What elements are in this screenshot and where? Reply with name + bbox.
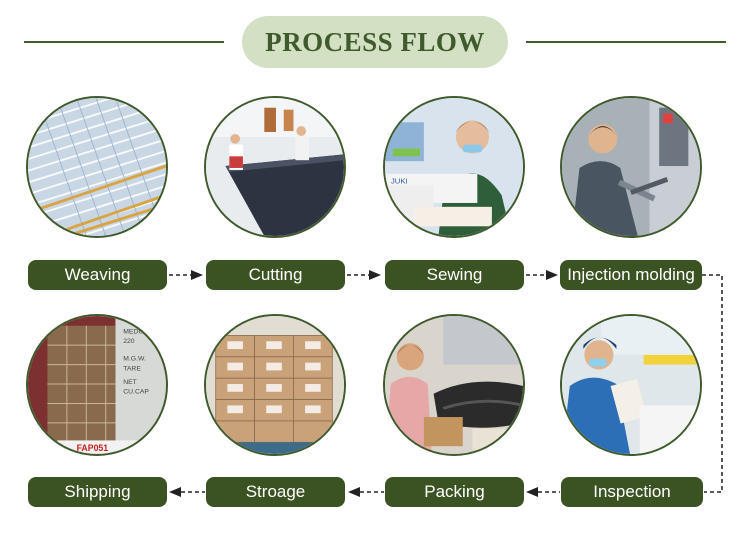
header-rule-right (526, 41, 726, 43)
container-marking: M.G.W. (123, 356, 146, 363)
step-label-sewing: Sewing (385, 260, 524, 290)
weaving-photo (26, 96, 168, 238)
step-label-inspection: Inspection (561, 477, 703, 507)
arrow-storage-to-shipping (169, 487, 205, 497)
connector-injection-to-inspection (702, 274, 723, 493)
shipping-photo: MEDU 264 220 M.G.W. TARE NET CU.CAP FAP0… (26, 314, 168, 456)
container-marking: NET (123, 379, 137, 386)
step-label-cutting: Cutting (206, 260, 345, 290)
container-marking: CU.CAP (123, 389, 149, 396)
arrow-weaving-to-cutting (169, 270, 203, 280)
sewing-photo: JUKI (383, 96, 525, 238)
svg-text:JUKI: JUKI (391, 177, 408, 186)
step-label-shipping: Shipping (28, 477, 167, 507)
container-marking: TARE (123, 365, 141, 372)
arrow-sewing-to-injection-molding (526, 270, 558, 280)
arrow-packing-to-storage (348, 487, 384, 497)
step-label-packing: Packing (385, 477, 524, 507)
step-label-storage: Stroage (206, 477, 345, 507)
header-rule-left (24, 41, 224, 43)
container-marking: MEDU 264 (123, 328, 156, 335)
arrow-inspection-to-packing (526, 487, 560, 497)
step-label-weaving: Weaving (28, 260, 167, 290)
inspection-photo (560, 314, 702, 456)
container-number: FAP051 (77, 443, 109, 453)
title-banner: PROCESS FLOW (242, 16, 508, 68)
container-marking: 220 (123, 338, 135, 345)
page-title: PROCESS FLOW (265, 26, 485, 57)
injection-molding-photo (560, 96, 702, 238)
packing-photo (383, 314, 525, 456)
arrow-cutting-to-sewing (347, 270, 381, 280)
cutting-photo (204, 96, 346, 238)
storage-photo (204, 314, 346, 456)
step-label-injection-molding: Injection molding (560, 260, 702, 290)
